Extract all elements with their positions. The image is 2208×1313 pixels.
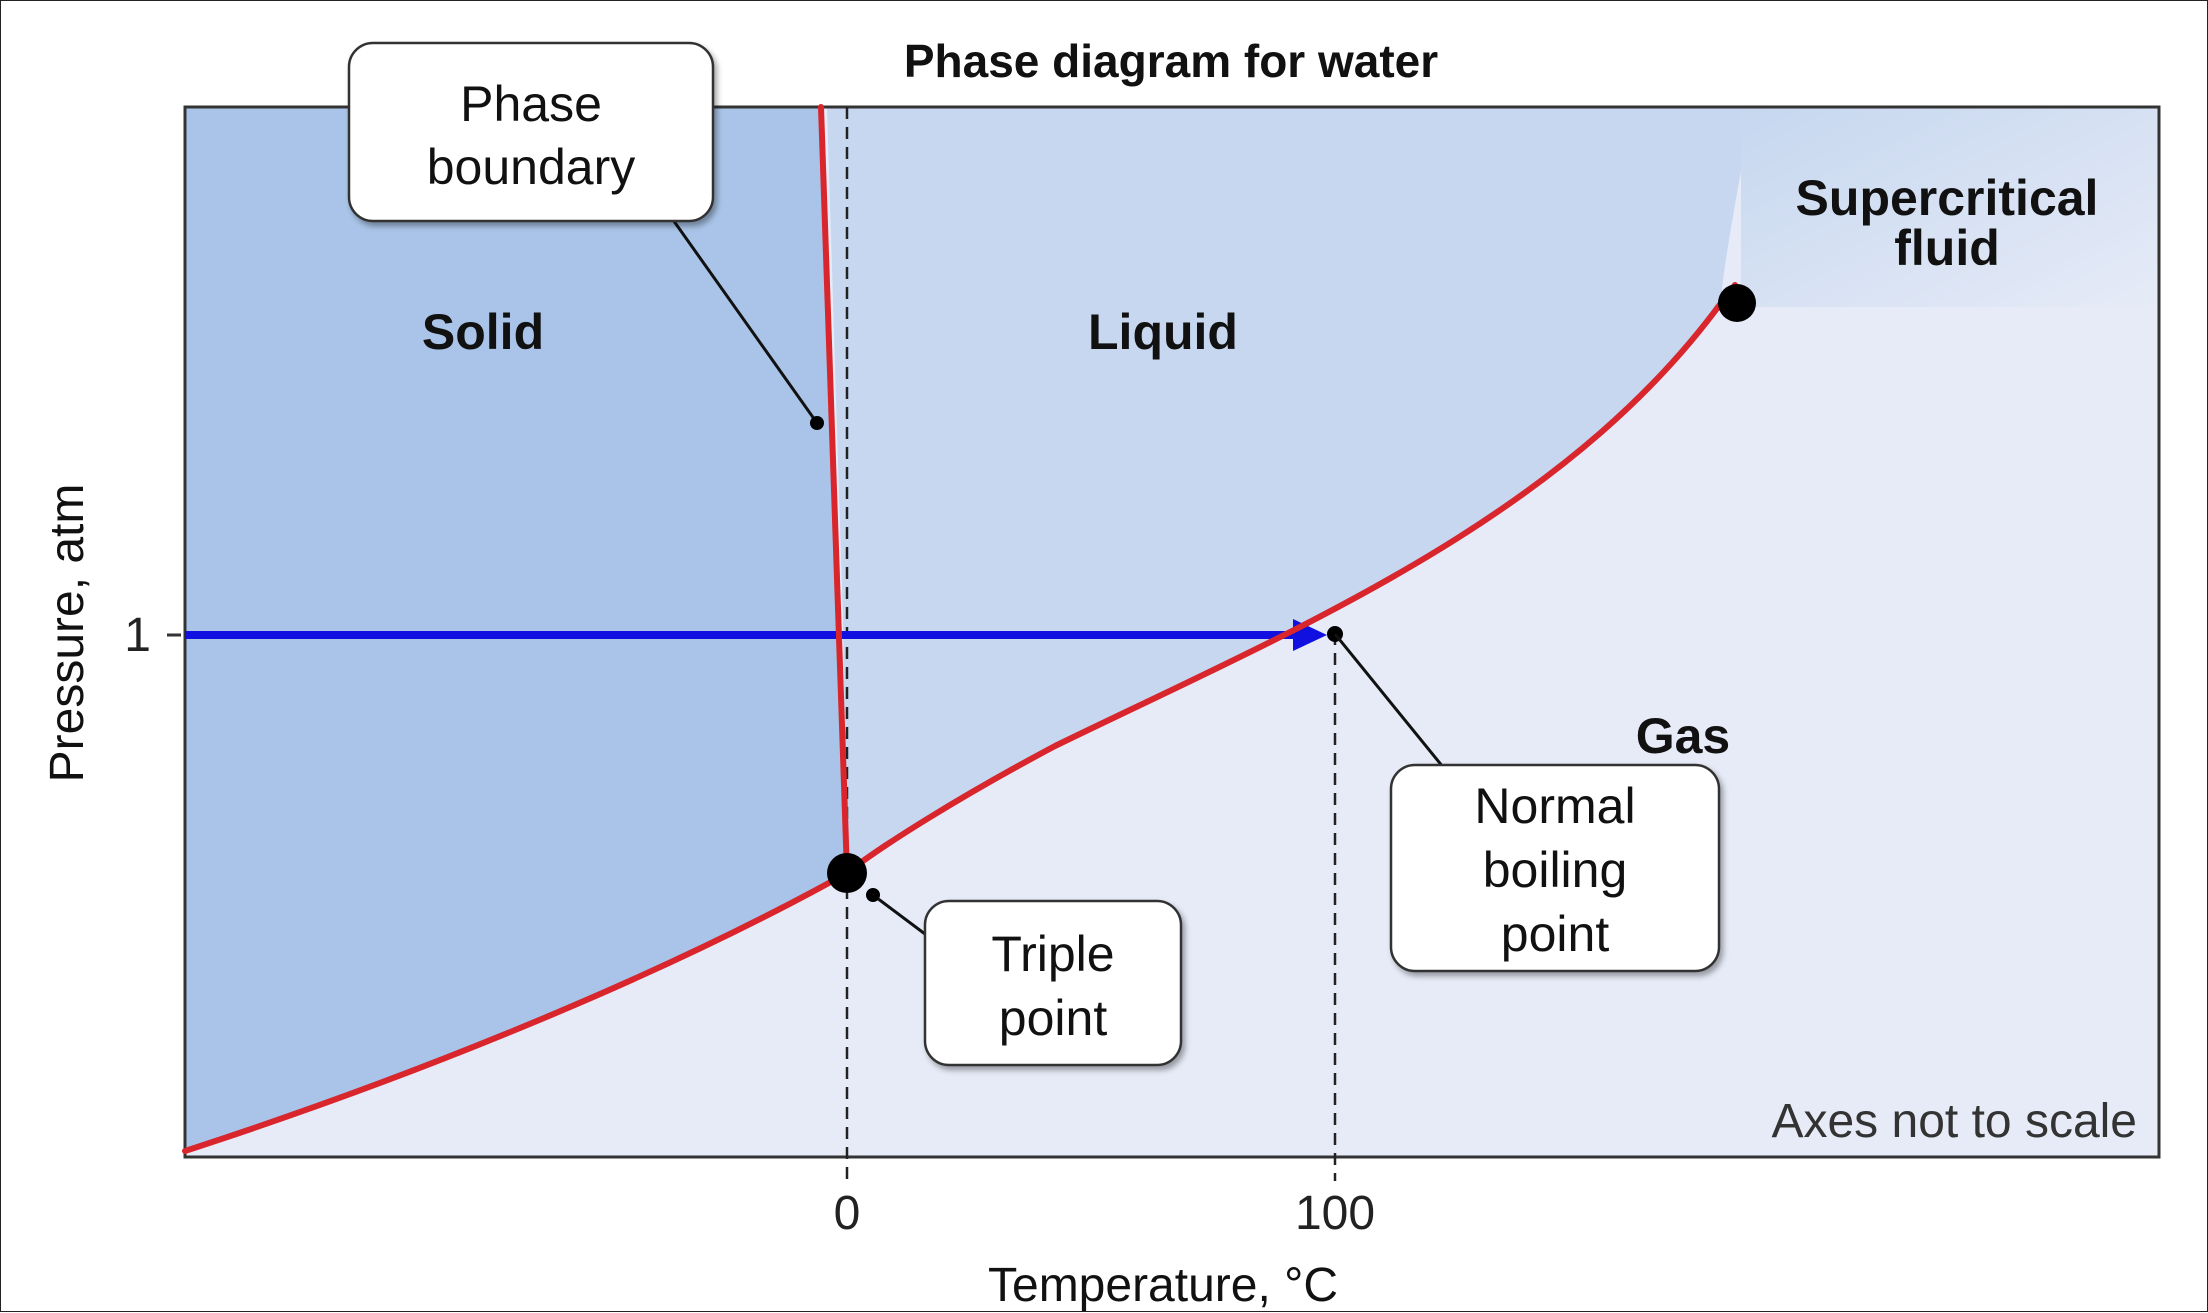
liquid-label: Liquid <box>1088 304 1238 360</box>
phase-boundary-leader <box>669 216 819 424</box>
critical-point-marker <box>1718 284 1756 322</box>
phase-boundary-box <box>347 41 715 223</box>
normal-boiling-point-callout: Normal boiling point <box>1389 763 1721 973</box>
supercritical-region <box>1741 107 2159 307</box>
solid-label: Solid <box>422 304 544 360</box>
x-tick-0: 0 <box>834 1187 861 1240</box>
diagram-title: Phase diagram for water <box>904 35 1438 87</box>
supercritical-label-line1: Supercritical <box>1796 170 2099 226</box>
gas-label: Gas <box>1636 708 1731 764</box>
triple-point-leader-dot <box>866 888 880 902</box>
normal-boiling-point-line3: point <box>1501 906 1610 962</box>
triple-point-box <box>923 899 1183 1067</box>
normal-boiling-point-line1: Normal <box>1474 778 1635 834</box>
y-tick-1: 1 <box>124 609 151 662</box>
x-tick-100: 100 <box>1295 1187 1375 1240</box>
boiling-point-leader <box>1333 633 1445 768</box>
liquid-region <box>827 107 1741 873</box>
not-to-scale-note: Axes not to scale <box>1771 1095 2137 1148</box>
triple-point-leader <box>872 893 930 939</box>
plot-area <box>185 107 2159 1157</box>
supercritical-label-line2: fluid <box>1894 220 2000 276</box>
phase-boundary-line1: Phase <box>460 76 602 132</box>
triple-point-marker <box>827 853 867 893</box>
triple-point-line2: point <box>999 990 1108 1046</box>
normal-boiling-point-box <box>1389 763 1721 973</box>
normal-boiling-point-line2: boiling <box>1483 842 1628 898</box>
phase-boundary-callout: Phase boundary <box>347 41 715 223</box>
phase-boundary-leader-dot <box>810 416 824 430</box>
y-axis-title: Pressure, atm <box>41 484 94 783</box>
solid-liquid-boundary <box>818 104 850 876</box>
triple-point-line1: Triple <box>991 926 1114 982</box>
phase-boundary-line2: boundary <box>427 139 636 195</box>
solid-gas-boundary <box>182 870 850 1154</box>
x-axis-title: Temperature, °C <box>988 1259 1338 1312</box>
triple-point-callout: Triple point <box>923 899 1183 1067</box>
